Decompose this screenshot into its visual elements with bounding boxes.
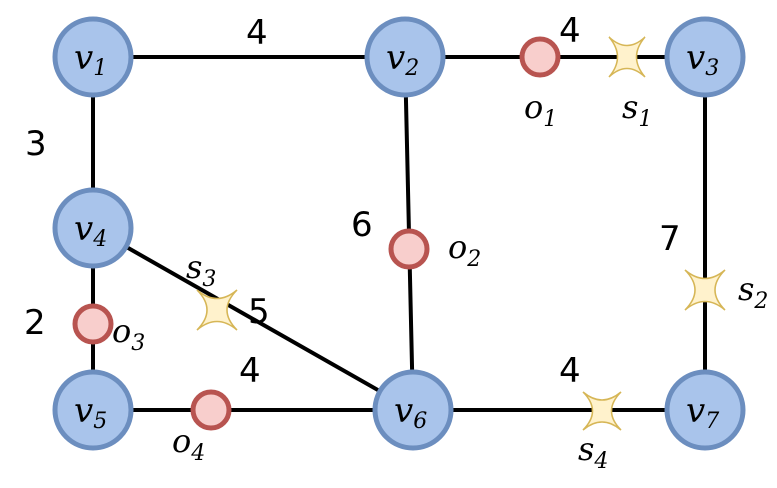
node-v2: v2	[364, 16, 446, 98]
weight-v1-v2: 4	[246, 13, 268, 53]
station-s2-marker	[684, 269, 726, 311]
node-v2-label: v2	[386, 38, 419, 81]
weight-v3-v7: 7	[659, 219, 681, 259]
node-v3-label: v3	[686, 38, 719, 81]
node-v1-circle	[52, 16, 134, 98]
obstacle-o3-marker	[72, 303, 114, 345]
node-v4-label: v4	[74, 209, 107, 252]
node-v4: v4	[52, 187, 134, 269]
station-s2-label: s2	[738, 270, 768, 314]
weight-v2-v6: 6	[351, 205, 373, 245]
node-v6: v6	[372, 369, 454, 451]
station-s4-marker	[582, 391, 622, 431]
node-v5-label: v5	[74, 391, 107, 434]
station-s4-label: s4	[578, 430, 608, 474]
node-v3: v3	[664, 16, 746, 98]
node-v3-circle	[664, 16, 746, 98]
node-v6-label: v6	[394, 391, 427, 434]
node-v2-circle	[364, 16, 446, 98]
node-v1: v1	[52, 16, 134, 98]
obstacle-o2-marker	[388, 228, 430, 270]
node-v5-circle	[52, 369, 134, 451]
station-s1-label: s1	[622, 88, 652, 132]
obstacle-o2-label: o2	[448, 228, 481, 272]
weight-v4-v6: 5	[248, 292, 270, 332]
weight-v6-v7: 4	[559, 351, 581, 391]
stations: s1 s2 s3 s4	[186, 36, 768, 474]
node-v4-circle	[52, 187, 134, 269]
edge-weights: 4 4 3 6 7 2 5 4 4	[24, 11, 681, 391]
node-v7-label: v7	[686, 391, 719, 434]
node-v7: v7	[664, 369, 746, 451]
nodes: v1 v2 v3 v4 v5 v6 v7	[52, 16, 746, 451]
node-v6-circle	[372, 369, 454, 451]
obstacle-o1-label: o1	[524, 88, 557, 132]
obstacle-o1-marker	[519, 36, 561, 78]
station-s3-label: s3	[186, 248, 216, 292]
node-v5: v5	[52, 369, 134, 451]
edge-v4-v6	[91, 226, 415, 412]
obstacle-o4-label: o4	[172, 422, 205, 466]
node-v1-label: v1	[74, 38, 107, 81]
weight-v1-v4: 3	[25, 124, 47, 164]
obstacle-o3-label: o3	[112, 312, 145, 356]
obstacles: o1 o2 o3 o4	[72, 36, 561, 466]
node-v7-circle	[664, 369, 746, 451]
weight-v5-v6: 4	[239, 351, 261, 391]
obstacle-o4-marker	[190, 389, 232, 431]
station-s3-marker	[196, 289, 238, 331]
station-s1-marker	[608, 36, 646, 78]
weight-v4-v5: 2	[24, 303, 46, 343]
weight-v2-v3: 4	[559, 11, 581, 51]
